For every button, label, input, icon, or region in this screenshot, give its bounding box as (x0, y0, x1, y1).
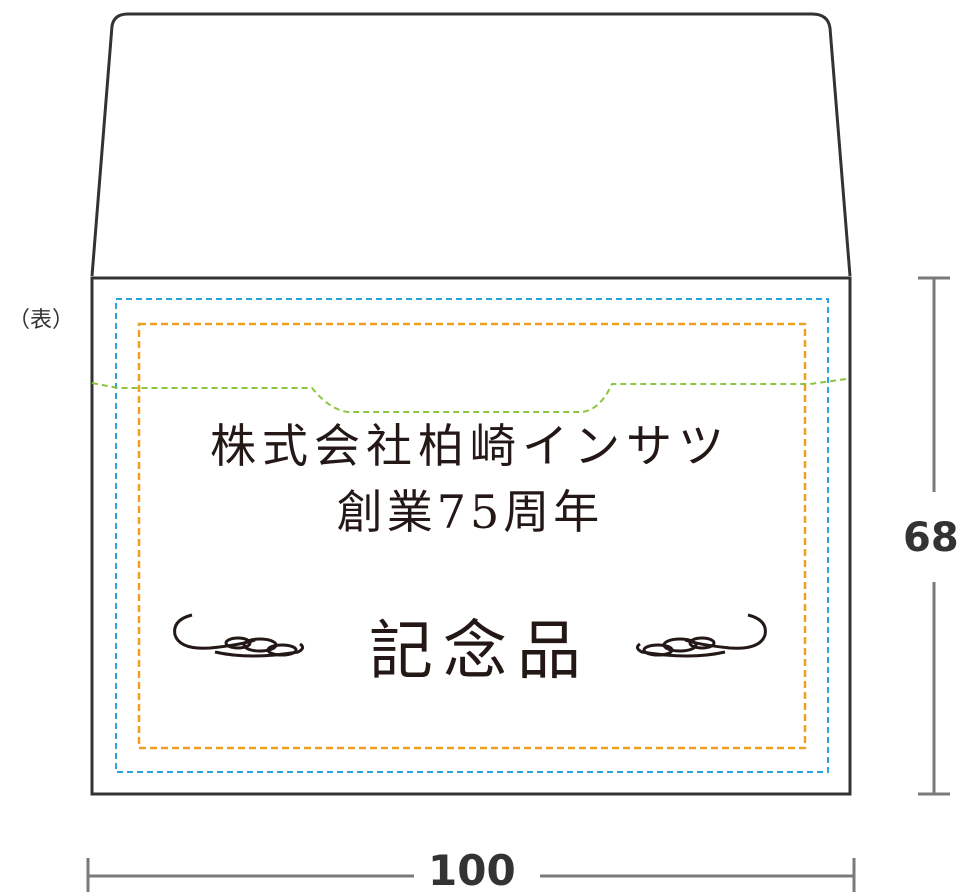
height-dimension (918, 276, 950, 796)
left-flourish (173, 613, 305, 658)
right-flourish (635, 613, 767, 658)
width-label: 100 (428, 846, 516, 895)
commemorative-gift-text: 記念品 (369, 615, 591, 689)
safe-area-guide (137, 322, 807, 750)
front-side-label: （表） (8, 308, 75, 333)
anniversary-text: 創業75周年 (336, 485, 604, 539)
company-name: 株式会社柏崎インサツ (210, 419, 730, 473)
height-label: 68 (903, 515, 959, 561)
envelope-flap (90, 12, 852, 277)
width-dimension (86, 858, 856, 892)
envelope-body (90, 276, 852, 796)
bleed-guide (115, 298, 829, 773)
flap-fold-guide (91, 378, 847, 413)
